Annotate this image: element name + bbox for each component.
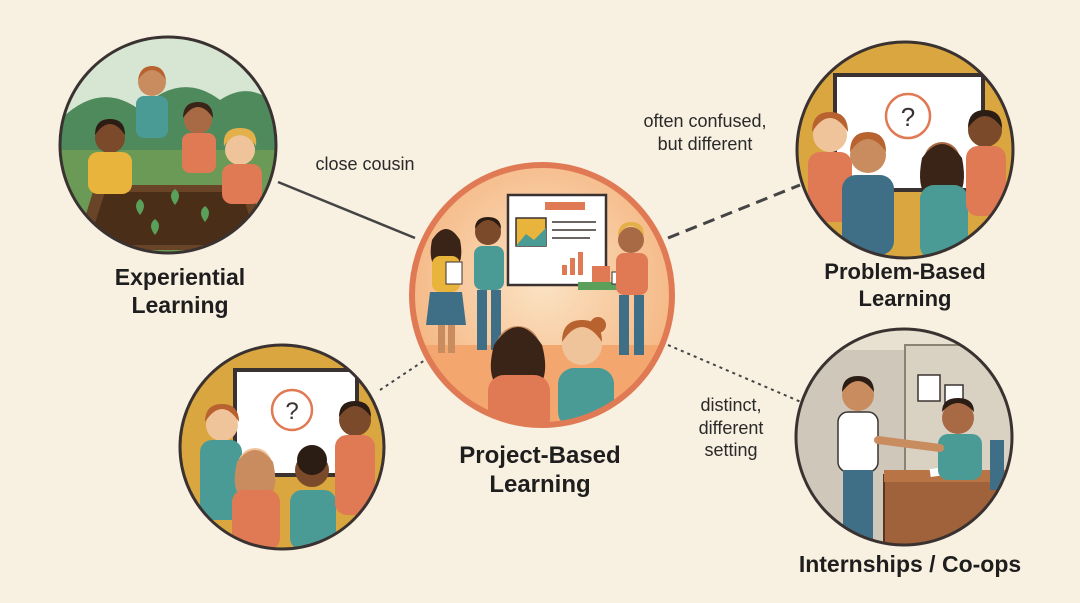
connector-experiential xyxy=(277,180,416,240)
experiential-learning-illustration xyxy=(58,35,278,255)
note-close-cousin: close cousin xyxy=(315,154,415,174)
node-label-internships: Internships / Co-ops xyxy=(798,551,1022,577)
internships-illustration xyxy=(794,327,1014,547)
note-often-confused: often confused, but different xyxy=(643,111,767,154)
connector-problem-based-left xyxy=(379,359,426,391)
question-mark: ? xyxy=(901,102,915,132)
node-label-project-based: Project-Based Learning xyxy=(459,442,621,499)
problem-based-learning-left-illustration: ? xyxy=(178,343,386,551)
question-mark-left: ? xyxy=(285,398,298,425)
connectors xyxy=(277,180,809,406)
project-based-learning-illustration xyxy=(409,162,675,428)
note-distinct-setting: distinct, different setting xyxy=(698,395,764,460)
connector-problem-based xyxy=(667,183,801,240)
node-label-experiential: Experiential Learning xyxy=(114,264,246,319)
node-label-problem-based: Problem-Based Learning xyxy=(824,259,986,311)
connector-internships xyxy=(667,344,809,406)
problem-based-learning-illustration: ? xyxy=(795,40,1015,260)
